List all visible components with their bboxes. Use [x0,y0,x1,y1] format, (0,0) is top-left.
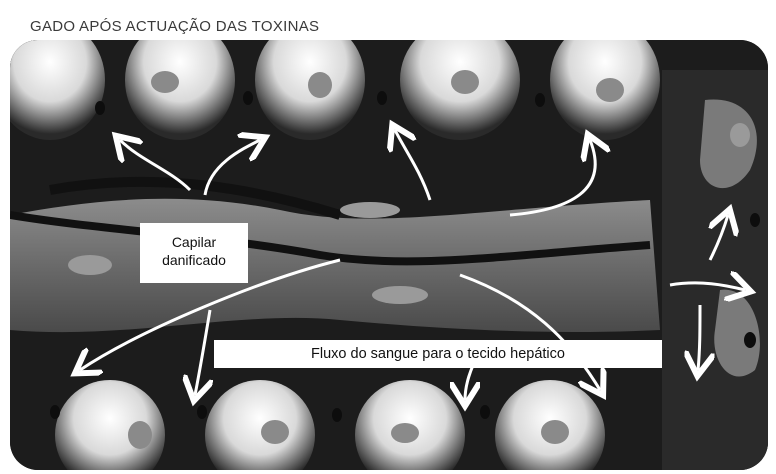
right-tissue-panel [662,70,768,470]
label-blood-flow: Fluxo do sangue para o tecido hepático [214,340,662,368]
label-capilar-line1: Capilar [140,233,248,251]
liver-tissue-illustration: Capilar danificado Fluxo do sangue para … [10,40,768,470]
label-damaged-capillary: Capilar danificado [140,223,248,283]
label-capilar-line2: danificado [140,251,248,269]
tissue-drawing [10,40,768,470]
diagram-title: GADO APÓS ACTUAÇÃO DAS TOXINAS [30,18,319,35]
